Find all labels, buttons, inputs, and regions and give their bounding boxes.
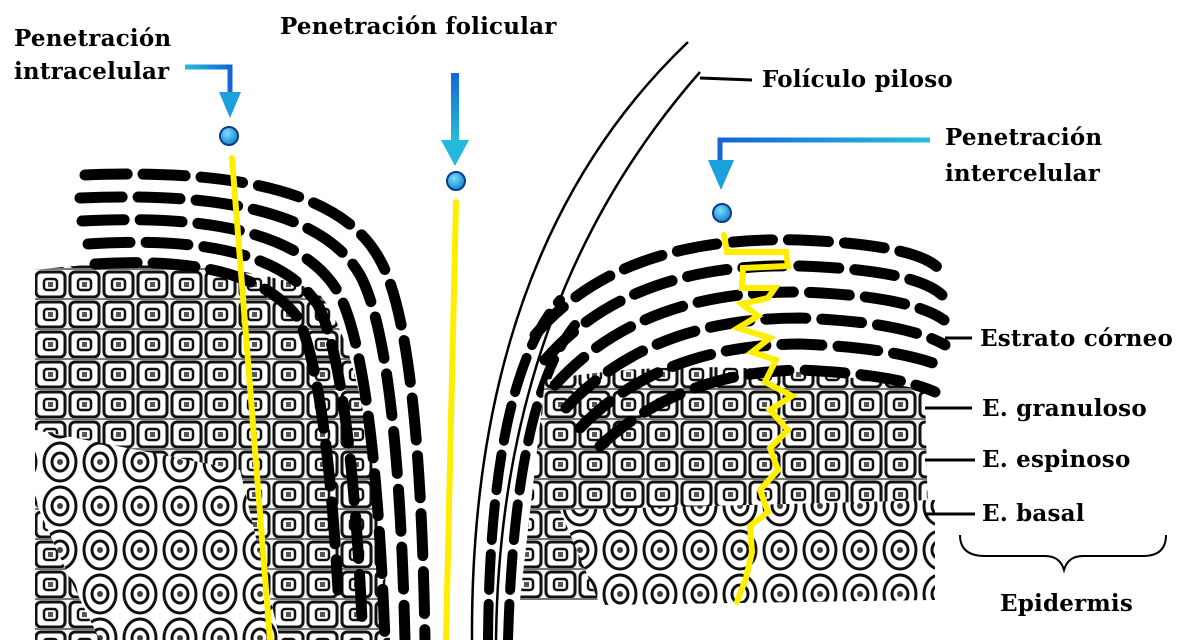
label-foliculo-piloso: Folículo piloso [762,66,953,93]
label-epidermis: Epidermis [1000,590,1133,617]
label-intracelular-line2: intracelular [14,58,169,85]
intercellular-arrow [708,140,930,190]
epidermis-brace [960,535,1166,570]
label-e-espinoso: E. espinoso [982,446,1131,473]
down-arrow-icon [720,140,930,163]
label-intercelular-line1: Penetración [945,124,1102,151]
label-estrato-corneo: Estrato córneo [980,325,1173,352]
intracellular-arrow [185,67,241,118]
down-arrow-icon [451,73,459,143]
particle-dot-icon [220,127,238,145]
follicular-arrow [441,73,469,166]
follicular-pathway [446,202,456,640]
label-e-basal: E. basal [982,500,1085,527]
label-intercelular-line2: intercelular [945,160,1100,187]
label-penetracion-folicular: Penetración folicular [280,13,557,40]
label-e-granuloso: E. granuloso [982,395,1147,422]
label-intracelular-line1: Penetración [14,25,171,52]
particles [220,127,731,222]
down-arrow-icon [185,67,230,95]
particle-dot-icon [713,204,731,222]
particle-dot-icon [447,172,465,190]
